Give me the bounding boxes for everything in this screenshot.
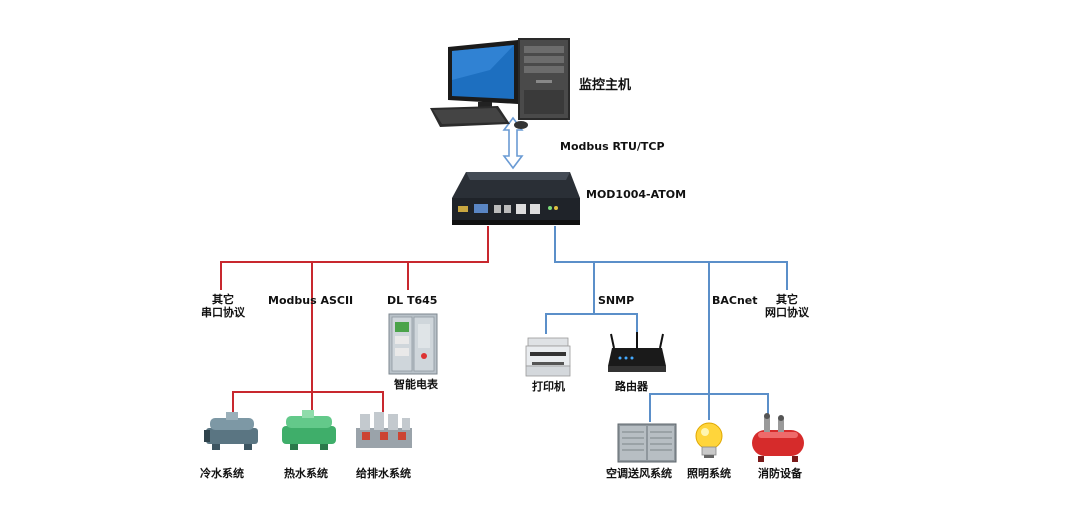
water-supply-unit-icon (356, 412, 412, 448)
modbus-ascii-label: Modbus ASCII (268, 294, 354, 307)
router-icon (608, 332, 666, 372)
light-bulb-icon (695, 422, 723, 458)
hot-water-unit-icon (282, 410, 336, 450)
water-supply-label: 给排水系统 (356, 467, 411, 480)
fire-equipment-icon (752, 413, 804, 462)
chiller-icon (204, 412, 258, 450)
bacnet-label: BACnet (712, 294, 758, 307)
other-network-protocol-label: 其它 网口协议 (765, 293, 809, 319)
smart-meter-cabinet-icon (388, 313, 438, 375)
hot-water-label: 热水系统 (284, 467, 328, 480)
smart-meter-label: 智能电表 (394, 378, 438, 391)
host-label: 监控主机 (579, 78, 632, 93)
gateway-device-icon (452, 172, 580, 225)
double-arrow-icon (502, 116, 524, 170)
printer-icon (525, 337, 571, 377)
serial-lines (220, 226, 489, 414)
fire-equipment-label: 消防设备 (758, 467, 802, 480)
printer-label: 打印机 (532, 380, 565, 393)
protocol-top-label: Modbus RTU/TCP (560, 140, 665, 153)
snmp-label: SNMP (598, 294, 635, 307)
other-serial-protocol-label: 其它 串口协议 (201, 293, 245, 319)
gateway-label: MOD1004-ATOM (586, 188, 687, 201)
chiller-label: 冷水系统 (200, 467, 244, 480)
hvac-cabinet-icon (617, 423, 677, 463)
lighting-label: 照明系统 (687, 467, 731, 480)
network-lines (545, 226, 788, 422)
host-computer-icon (430, 38, 570, 129)
dl-t645-label: DL T645 (387, 294, 438, 307)
hvac-label: 空调送风系统 (606, 467, 672, 480)
router-label: 路由器 (615, 380, 648, 393)
